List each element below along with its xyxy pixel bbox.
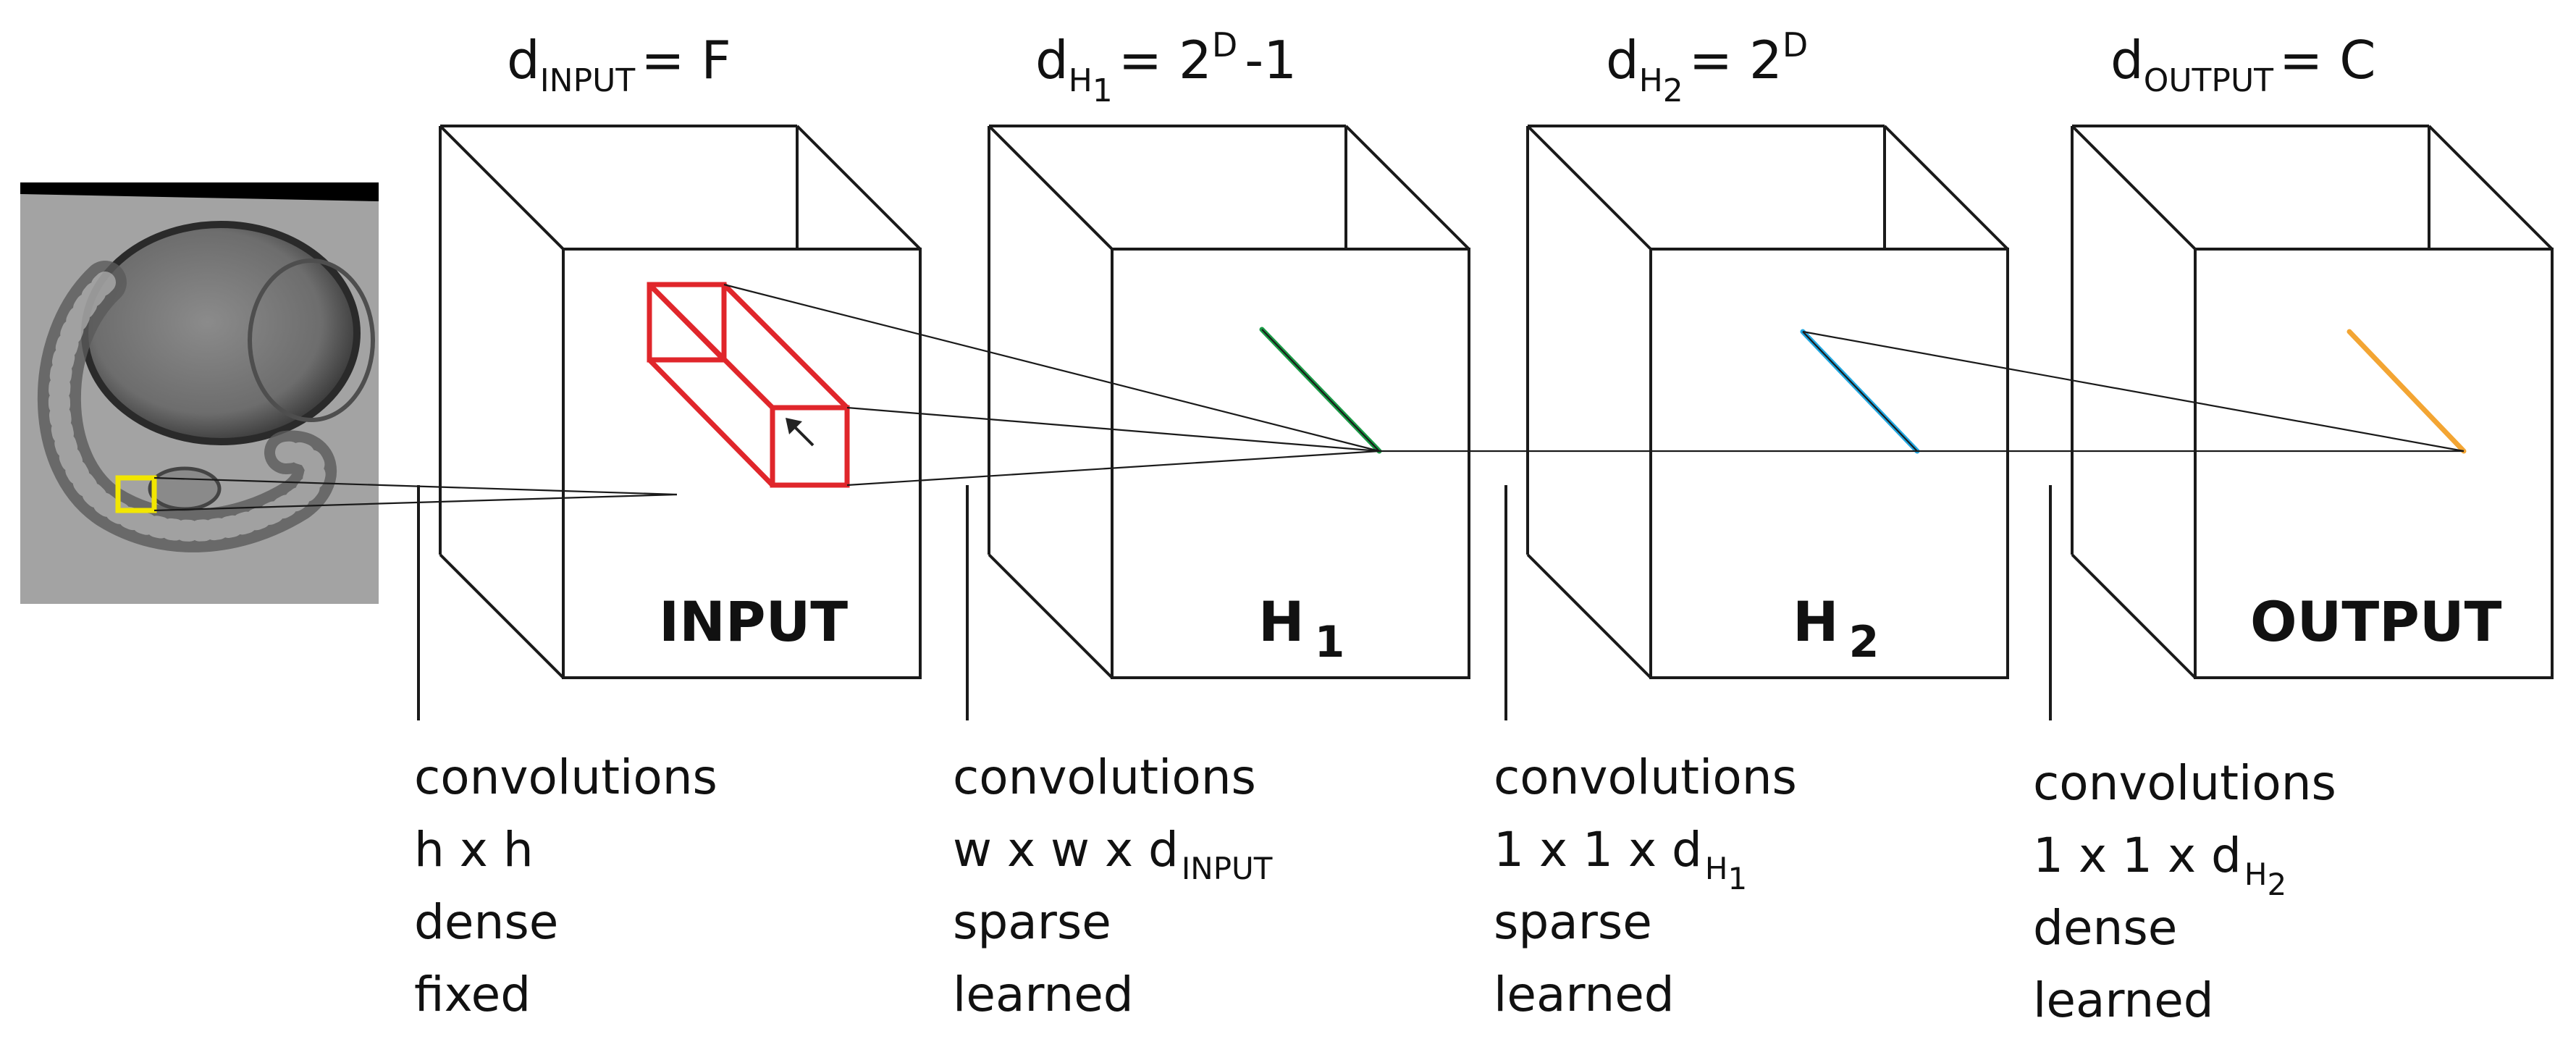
connection-line xyxy=(1261,329,1380,452)
connection-line xyxy=(1802,330,2465,453)
desc-line: convolutions xyxy=(953,749,1256,805)
volume-output xyxy=(2049,125,2554,720)
connection-lines xyxy=(153,283,2465,512)
desc-line: convolutions xyxy=(414,749,717,805)
desc-line: 1 x 1 x dH2 xyxy=(2033,828,2286,902)
selection-box xyxy=(115,475,157,513)
volume-input xyxy=(417,125,922,720)
dim-label-h2: dH2= 2D xyxy=(1606,25,1808,109)
desc-line: convolutions xyxy=(2033,755,2336,811)
connection-line xyxy=(1802,331,1918,452)
dim-label-input: dINPUT= F xyxy=(507,30,731,99)
connection-line xyxy=(723,283,1380,453)
image-to-input-line-top xyxy=(153,476,678,496)
desc-line: dense xyxy=(414,894,558,950)
layer-name-input: INPUT xyxy=(659,589,848,654)
image-to-input-line-bottom xyxy=(153,493,678,512)
desc-line: learned xyxy=(953,967,1134,1022)
desc-line: w x w x dINPUT xyxy=(953,822,1273,886)
desc-line: learned xyxy=(1494,967,1675,1022)
input-patch xyxy=(647,282,850,488)
dim-label-output: dOUTPUT= C xyxy=(2110,30,2376,99)
desc-line: sparse xyxy=(1494,894,1652,950)
desc-line: 1 x 1 x dH1 xyxy=(1494,822,1747,896)
zebrafish-embryo-image xyxy=(20,182,379,604)
layer-name-output: OUTPUT xyxy=(2250,589,2502,654)
description-input: convolutions h x h dense fixed xyxy=(414,749,717,1022)
desc-line: sparse xyxy=(953,894,1111,950)
desc-line: learned xyxy=(2033,972,2214,1028)
output-feature-vector xyxy=(2346,329,2467,454)
connection-line xyxy=(846,406,1380,453)
desc-line: fixed xyxy=(414,967,531,1022)
desc-line: dense xyxy=(2033,900,2177,956)
connection-line xyxy=(846,450,1380,487)
layer-volumes xyxy=(417,125,2554,720)
volume-h1 xyxy=(966,125,1470,720)
description-h1: convolutions w x w x dINPUT sparse learned xyxy=(953,749,1273,1022)
volume-h2 xyxy=(1504,125,2009,720)
arrow-pointer-icon xyxy=(786,418,815,447)
desc-line: h x h xyxy=(414,822,534,878)
layer-texts: dINPUT= F dH1= 2D-1 dH2= 2D dOUTPUT= C INPUT… xyxy=(414,25,2502,1028)
desc-line: convolutions xyxy=(1494,749,1797,805)
dim-label-h1: dH1= 2D-1 xyxy=(1035,25,1297,109)
